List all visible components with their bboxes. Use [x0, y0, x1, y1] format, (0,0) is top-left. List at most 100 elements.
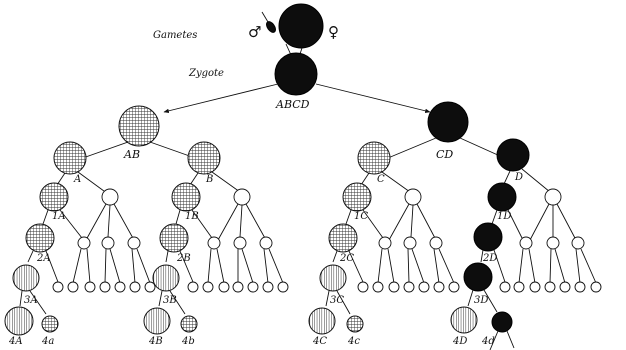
edge-ab-a: [79, 141, 129, 160]
cd-label: CD: [436, 148, 453, 161]
gametes-label: Gametes: [153, 30, 197, 41]
d-open-3: [546, 236, 560, 250]
ab-cell: [118, 105, 160, 147]
male-symbol: ♂: [248, 23, 261, 41]
edge-c-open-kids: [388, 203, 437, 241]
4c-small-cell: [346, 315, 364, 333]
3c-label: 3C: [330, 295, 344, 306]
2d-label: 2D: [482, 253, 497, 264]
edge-cd-d: [459, 137, 501, 157]
d-cell: [496, 138, 530, 172]
female-symbol: ♀: [328, 23, 339, 41]
d-leaf-4: [544, 281, 556, 293]
edge-a-open-4-kids: [131, 248, 151, 284]
b-leaf-4: [232, 281, 244, 293]
edge-d-open-2-kids: [518, 248, 536, 284]
edge-3c: [325, 290, 351, 315]
2c-cell: [328, 223, 358, 253]
edge-2a: [27, 250, 59, 283]
a-open-4: [127, 236, 141, 250]
edge-b-open-4-kids: [263, 248, 284, 284]
4c-big-label: 4C: [312, 336, 327, 347]
c-leaf-4: [403, 281, 415, 293]
edge-c-open-4-kids: [433, 248, 455, 284]
b-leaf-3: [218, 281, 230, 293]
edge-d-open-3-kids: [549, 248, 566, 284]
4b-big-label: 4B: [148, 336, 163, 347]
a-label: A: [73, 174, 81, 185]
a-leaf-6: [129, 281, 141, 293]
b-cell: [187, 141, 221, 175]
3c-cell: [319, 264, 347, 292]
edge-cd-c: [387, 137, 437, 159]
2a-label: 2A: [36, 253, 51, 264]
edge-b-1b: [189, 172, 199, 186]
1d-label: 1D: [497, 211, 511, 222]
3d-label: 3D: [474, 295, 488, 306]
4a-small-cell: [41, 315, 59, 333]
edge-b-open-kids: [217, 203, 267, 241]
a-leaf-3: [84, 281, 96, 293]
egg-cell: [278, 3, 324, 49]
b-leaf-1: [187, 281, 199, 293]
1c-label: 1C: [354, 211, 368, 222]
4c-small-label: 4c: [347, 336, 360, 347]
2d-cell: [473, 222, 503, 252]
4c-big-cell: [308, 307, 336, 335]
d-open-cell: [544, 188, 562, 206]
edge-2b: [165, 250, 194, 283]
a-cell: [53, 141, 87, 175]
1d-cell: [487, 182, 517, 212]
edge-d-open-4-kids: [575, 248, 597, 284]
edge-c-1c: [360, 172, 370, 186]
c-leaf-2: [372, 281, 384, 293]
b-leaf-6: [262, 281, 274, 293]
a-leaf-1: [52, 281, 64, 293]
c-leaf-7: [448, 281, 460, 293]
2b-cell: [159, 223, 189, 253]
3a-cell: [12, 264, 40, 292]
c-label: C: [377, 174, 385, 185]
b-leaf-2: [202, 281, 214, 293]
d-open-2: [519, 236, 533, 250]
1c-cell: [342, 182, 372, 212]
c-leaf-6: [433, 281, 445, 293]
4d-big-cell: [450, 306, 478, 334]
edge-3b: [158, 290, 186, 315]
b-open-cell: [233, 188, 251, 206]
a-leaf-2: [67, 281, 79, 293]
zygote-cell: [274, 52, 318, 96]
3b-cell: [152, 264, 180, 292]
edge-1c: [345, 209, 384, 239]
c-open-cell: [404, 188, 422, 206]
edge-3d: [467, 289, 498, 313]
4a-big-cell: [4, 306, 34, 336]
2c-label: 2C: [339, 253, 354, 264]
edge-4d-tail: [489, 330, 515, 350]
sperm-cell: [266, 21, 276, 33]
edge-a-open-3-kids: [104, 248, 121, 284]
edge-a-open-1-line: [107, 204, 111, 238]
d-label: D: [514, 172, 523, 183]
4d-small-cell: [491, 311, 513, 333]
d-leaf-5: [559, 281, 571, 293]
a-open-3: [101, 236, 115, 250]
gamete-to-zygote-line-left: [285, 43, 292, 56]
edge-a-open-2-kids: [72, 248, 91, 284]
c-open-4: [429, 236, 443, 250]
cd-cell: [427, 101, 469, 143]
2a-cell: [25, 223, 55, 253]
b-open-4: [259, 236, 273, 250]
edge-b-open-2-kids: [207, 248, 225, 284]
4a-big-label: 4A: [8, 336, 23, 347]
4d-big-label: 4D: [452, 336, 467, 347]
c-cell: [357, 141, 391, 175]
4b-small-cell: [180, 315, 198, 333]
zygote-label: Zygote: [188, 68, 224, 79]
edge-a-open: [77, 171, 109, 195]
arrow-to-ab: [163, 83, 279, 113]
a-open-cell: [101, 188, 119, 206]
b-open-3: [233, 236, 247, 250]
edge-d-open-kids: [529, 203, 577, 241]
